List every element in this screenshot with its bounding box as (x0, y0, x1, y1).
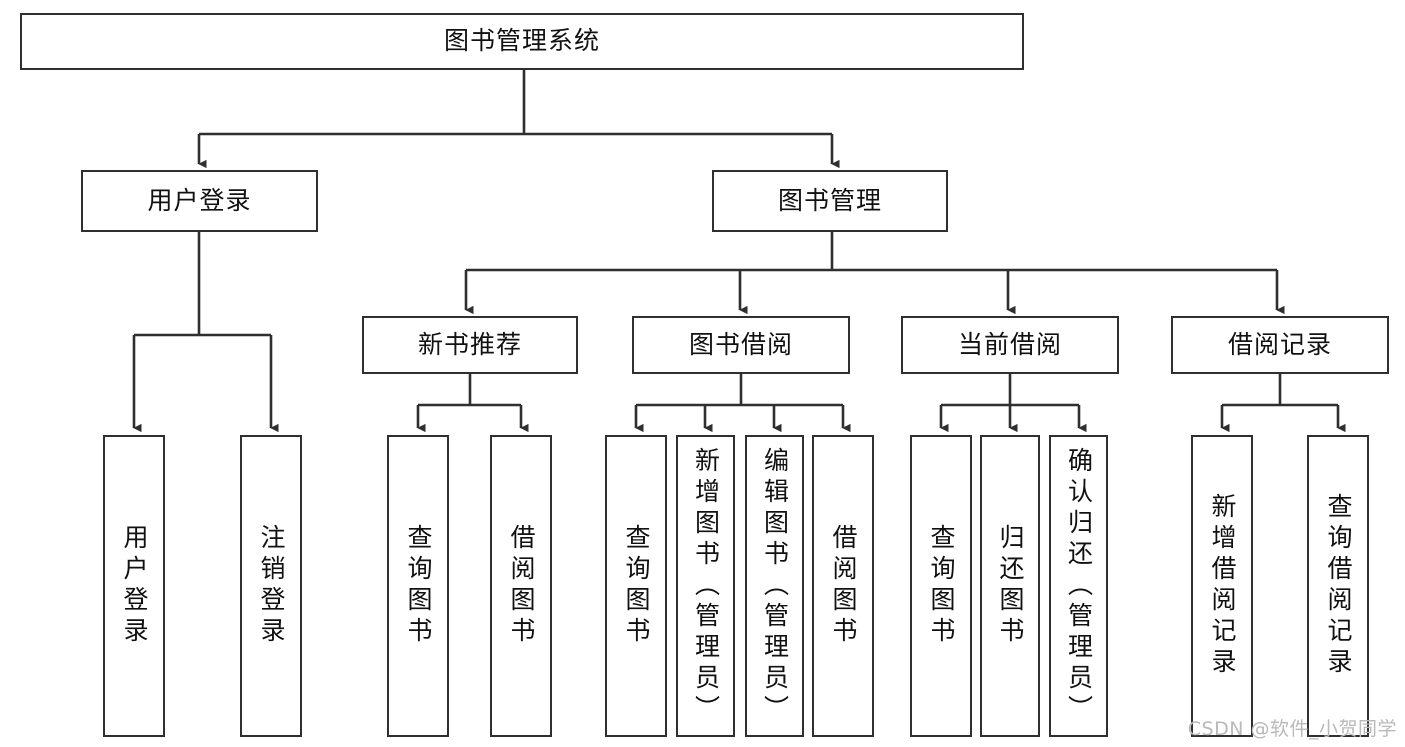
leaf-query-borrow-record-label: 查询借阅记录 (1324, 493, 1353, 679)
leaf-add-borrow-record[interactable]: 新增借阅记录 (1191, 435, 1253, 737)
node-new-book-recommend-label: 新书推荐 (417, 329, 522, 359)
leaf-query-borrow-record[interactable]: 查询借阅记录 (1307, 435, 1369, 737)
node-book-borrow-label: 图书借阅 (688, 329, 793, 359)
leaf-borrow-book-2-label: 借阅图书 (829, 524, 858, 648)
leaf-logout-label: 注销登录 (257, 524, 286, 648)
node-new-book-recommend[interactable]: 新书推荐 (362, 316, 578, 374)
leaf-query-book-3[interactable]: 查询图书 (910, 435, 972, 737)
node-borrow-record-label: 借阅记录 (1227, 329, 1332, 359)
node-book-manage-label: 图书管理 (777, 185, 882, 215)
leaf-confirm-return-admin-label: 确认归还（管理员） (1064, 447, 1094, 726)
leaf-borrow-book-1[interactable]: 借阅图书 (490, 435, 552, 737)
leaf-query-book-2[interactable]: 查询图书 (605, 435, 667, 737)
node-book-borrow[interactable]: 图书借阅 (632, 316, 850, 374)
node-root-label: 图书管理系统 (443, 26, 600, 56)
csdn-watermark: CSDN @软件_小贺同学 (1187, 718, 1397, 740)
node-root[interactable]: 图书管理系统 (20, 13, 1024, 70)
leaf-user-login-label: 用户登录 (120, 524, 149, 648)
node-current-borrow-label: 当前借阅 (957, 329, 1062, 359)
node-book-manage[interactable]: 图书管理 (712, 170, 948, 232)
node-user-login-label: 用户登录 (147, 185, 252, 215)
leaf-borrow-book-1-label: 借阅图书 (507, 524, 536, 648)
leaf-add-borrow-record-label: 新增借阅记录 (1208, 493, 1237, 679)
leaf-add-book-admin-label: 新增图书（管理员） (691, 447, 721, 726)
leaf-return-book[interactable]: 归还图书 (980, 435, 1040, 737)
leaf-add-book-admin[interactable]: 新增图书（管理员） (676, 435, 735, 737)
node-user-login[interactable]: 用户登录 (81, 170, 318, 232)
leaf-confirm-return-admin[interactable]: 确认归还（管理员） (1049, 435, 1108, 737)
leaf-borrow-book-2[interactable]: 借阅图书 (812, 435, 874, 737)
leaf-user-login[interactable]: 用户登录 (103, 435, 165, 737)
leaf-return-book-label: 归还图书 (996, 524, 1025, 648)
node-current-borrow[interactable]: 当前借阅 (901, 316, 1119, 374)
leaf-query-book-2-label: 查询图书 (622, 524, 651, 648)
leaf-query-book-3-label: 查询图书 (927, 524, 956, 648)
leaf-query-book-1-label: 查询图书 (404, 524, 433, 648)
node-borrow-record[interactable]: 借阅记录 (1171, 316, 1389, 374)
leaf-edit-book-admin-label: 编辑图书（管理员） (760, 447, 790, 726)
leaf-edit-book-admin[interactable]: 编辑图书（管理员） (745, 435, 804, 737)
leaf-query-book-1[interactable]: 查询图书 (387, 435, 449, 737)
leaf-logout[interactable]: 注销登录 (240, 435, 302, 737)
